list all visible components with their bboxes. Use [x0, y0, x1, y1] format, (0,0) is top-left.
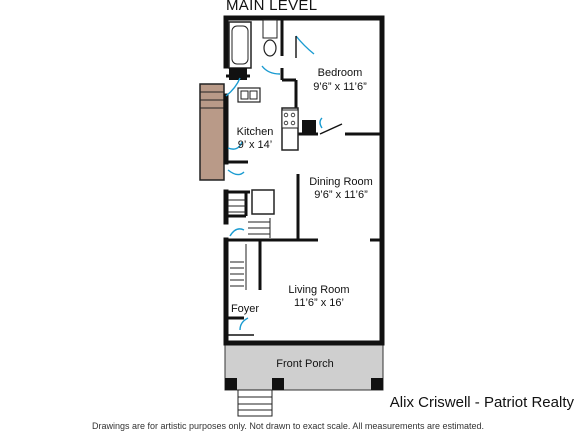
plan-title: MAIN LEVEL	[226, 0, 318, 14]
porch-steps	[237, 389, 273, 417]
kitchen-size: 9’ x 14’	[238, 139, 272, 151]
disclaimer: Drawings are for artistic purposes only.…	[91, 421, 484, 431]
foyer-name: Foyer	[231, 303, 259, 315]
bedroom-name: Bedroom	[318, 67, 363, 79]
toilet-icon	[263, 39, 277, 57]
refrigerator-icon	[302, 120, 316, 134]
dining-room-size: 9’6” x 11’6”	[314, 189, 368, 201]
front-porch	[224, 342, 384, 391]
kitchen-name: Kitchen	[237, 126, 274, 138]
dining-room-name: Dining Room	[309, 176, 373, 188]
side-deck	[199, 83, 225, 181]
stove-icon	[281, 109, 299, 129]
stairs	[228, 199, 271, 290]
kitchen-fixtures	[237, 87, 316, 215]
bedroom-size: 9’6” x 11’6”	[313, 81, 367, 93]
bathroom-fixtures	[228, 19, 278, 80]
living-room-name: Living Room	[288, 284, 349, 296]
door-swings	[225, 35, 343, 336]
living-room-size: 11’6” x 16’	[294, 297, 344, 309]
front-porch-name: Front Porch	[276, 358, 333, 370]
realtor-branding: Alix Criswell - Patriot Realty	[389, 394, 574, 411]
